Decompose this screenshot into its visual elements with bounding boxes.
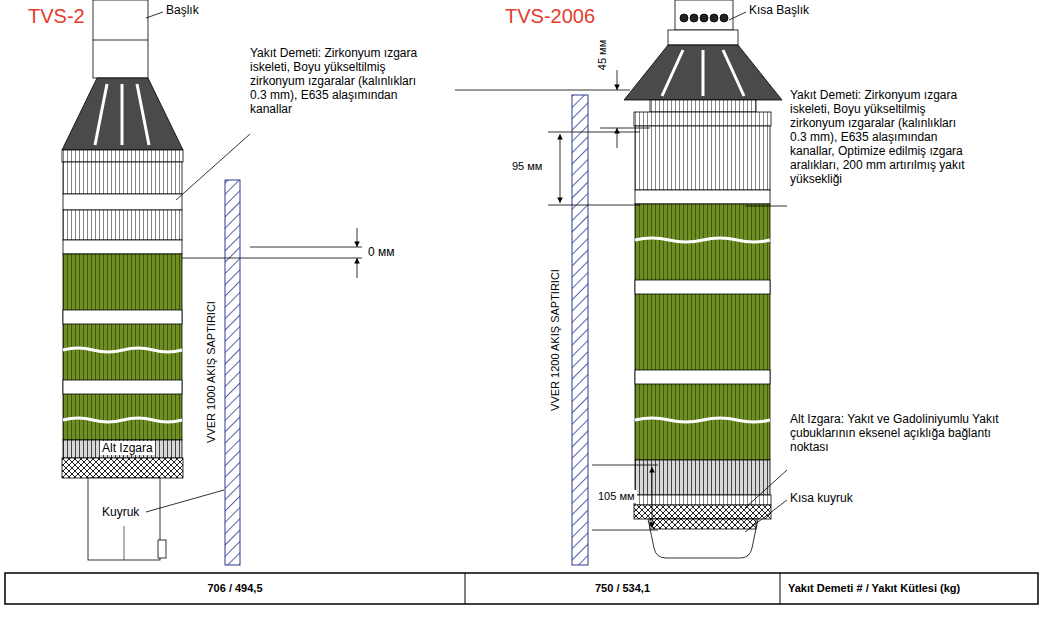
table-cell: Yakıt Demeti # / Yakıt Kütlesi (kg) [780, 573, 1038, 604]
dimension-lines [548, 205, 640, 206]
model-title: TVS-2006 [505, 4, 595, 28]
tvs2-assembly [62, 458, 183, 478]
tvs2-assembly [93, 0, 148, 78]
part-label: Kuyruk [100, 505, 141, 519]
tvs2006-assembly [662, 50, 683, 96]
tvs2-assembly [137, 84, 149, 145]
tvs2006-assembly [634, 112, 771, 126]
dimension-lines [182, 258, 362, 259]
part-callout: Yakıt Demeti: Zirkonyum ızgara iskeleti,… [790, 88, 970, 186]
tvs2006-assembly [668, 30, 738, 45]
tvs2006-assembly [690, 14, 698, 22]
tvs2006-assembly [635, 238, 770, 242]
leader-lines [729, 12, 746, 20]
leader-lines [745, 470, 787, 508]
tvs2-assembly [63, 418, 182, 422]
tvs2-assembly [158, 540, 166, 558]
dimension-lines [548, 132, 640, 133]
leader-lines [146, 12, 250, 512]
dimension-lines [592, 530, 658, 531]
dimension-lines [455, 70, 658, 530]
tvs2006-assembly [635, 204, 770, 460]
tvs2006-assembly [635, 418, 770, 422]
tvs2-assembly [124, 526, 125, 560]
tvs2006-assembly [635, 126, 770, 190]
dimension-lines [592, 465, 658, 466]
part-label: Kısa Başlık [749, 3, 809, 17]
dimension-lines [357, 258, 358, 278]
dimension-lines [250, 247, 362, 248]
tvs2006-assembly [650, 100, 756, 112]
part-label: Alt Izgara [100, 441, 155, 455]
dimension-label: 45 мм [596, 40, 609, 70]
tvs2006-assembly [680, 14, 688, 22]
tvs2-assembly [63, 348, 182, 352]
leader-lines [745, 500, 787, 532]
tvs2-assembly [63, 162, 182, 194]
tvs2006-assembly [720, 14, 728, 22]
tvs2-assembly [63, 440, 182, 458]
tvs2006-assembly [710, 14, 718, 22]
dimension-label: 95 мм [512, 160, 542, 173]
deflector-label: VVER 1000 AKIŞ SAPTIRICI [205, 301, 218, 443]
tvs2-assembly [63, 254, 182, 440]
tvs2-assembly [95, 84, 107, 145]
dimension-lines [600, 128, 650, 129]
dimension-lines [455, 90, 630, 91]
tvs2-assembly [88, 478, 160, 560]
tvs2-assembly [63, 210, 182, 240]
dimension-label: 105 мм [596, 490, 637, 503]
model-title: TVS-2 [28, 4, 85, 28]
flow-deflector-bar [225, 180, 240, 565]
tvs2006-assembly [648, 519, 758, 558]
table-cell: 750 / 534,1 [465, 573, 780, 604]
tvs2006-assembly [702, 50, 705, 96]
dimension-lines [182, 228, 362, 278]
tvs2-assembly [62, 150, 183, 162]
tvs2-assembly [62, 78, 183, 150]
tvs2-assembly [121, 84, 124, 145]
dimension-label: 0 мм [368, 245, 395, 259]
leader-lines [729, 12, 787, 532]
tvs2-assembly [63, 310, 182, 324]
tvs2-assembly [63, 380, 182, 394]
tvs2006-assembly [650, 519, 756, 529]
tvs2006-assembly [723, 50, 744, 96]
tvs2006-assembly [700, 14, 708, 22]
tvs2006-assembly [635, 370, 770, 384]
data-table [5, 573, 1038, 604]
dimension-lines [617, 70, 618, 90]
tvs2006-assembly [635, 280, 770, 294]
part-callout: Yakıt Demeti: Zirkonyum ızgara iskeleti,… [250, 46, 428, 116]
leader-lines [146, 490, 224, 512]
tvs2-assembly [62, 0, 183, 560]
data-table [780, 573, 781, 604]
dimension-lines [617, 128, 618, 148]
flow-deflector-bar [572, 95, 588, 565]
deflector-label: VVER 1200 AKIŞ SAPTIRICI [549, 269, 562, 411]
tvs2006-assembly [634, 505, 771, 519]
leader-lines [176, 134, 250, 200]
tvs2006-assembly [624, 0, 782, 558]
part-label: Kısa kuyruk [790, 491, 853, 505]
leader-lines [745, 206, 787, 207]
tvs2-assembly [93, 40, 148, 41]
part-label: Başlık [166, 3, 199, 17]
tvs2-assembly [63, 194, 182, 210]
dimension-lines [357, 228, 358, 247]
data-table [465, 573, 466, 604]
dimension-lines [560, 134, 561, 203]
table-cell: 706 / 494,5 [5, 573, 465, 604]
tvs2006-assembly [675, 0, 733, 30]
part-callout: Alt Izgara: Yakıt ve Gadoliniyumlu Yakıt… [790, 412, 1005, 454]
leader-lines [146, 12, 163, 18]
tvs2006-assembly [624, 45, 782, 100]
tvs2-assembly [63, 240, 182, 254]
data-table [5, 573, 1038, 604]
tvs2006-assembly [635, 190, 770, 204]
dimension-lines [652, 467, 653, 528]
